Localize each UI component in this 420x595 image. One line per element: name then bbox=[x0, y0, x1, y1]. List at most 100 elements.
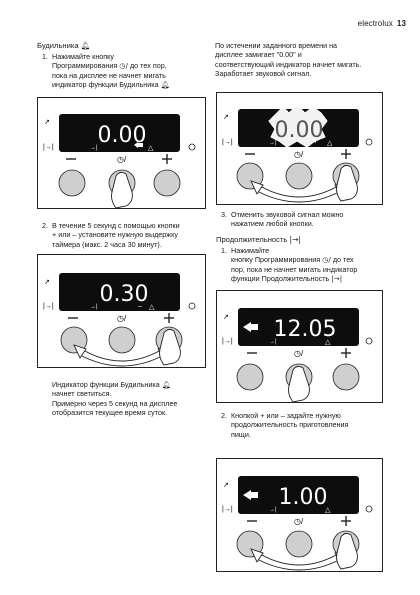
step-line: Отменить звуковой сигнал можно bbox=[231, 210, 344, 219]
bell-icon: △ bbox=[327, 140, 333, 147]
step-line: кнопку Программирования bbox=[231, 255, 321, 265]
bell-icon: 🔔︎ bbox=[80, 41, 91, 50]
step-line: Кнопкой + или – задайте нужную bbox=[231, 411, 341, 420]
flash-burst bbox=[268, 104, 328, 148]
step-line: Нажимайте bbox=[231, 246, 270, 255]
program-symbol: ◷/ bbox=[117, 314, 127, 323]
arrow-indicator-icon bbox=[243, 490, 251, 500]
clock-icon bbox=[365, 337, 373, 345]
minus-button[interactable] bbox=[58, 169, 86, 197]
control-panel-5: 1.00 △ ↗ |→| →| ◷/ bbox=[216, 458, 383, 572]
finger-icon bbox=[111, 171, 133, 208]
section-title-alarm: Будильника 🔔︎ bbox=[37, 41, 90, 50]
section-title-text: Будильника bbox=[37, 41, 79, 50]
panel-4-drawing: 12.05 △ ↗ |→| →| ◷/ bbox=[222, 308, 373, 402]
clock-icon bbox=[365, 138, 373, 146]
arrow-head-left bbox=[250, 548, 264, 563]
arrow-small-icon: →| bbox=[269, 507, 277, 513]
bell-icon: △ bbox=[148, 145, 154, 152]
duration-icon: |→| bbox=[43, 303, 54, 310]
program-symbol: ◷/ bbox=[117, 155, 127, 164]
lcd-digits: 0.00 bbox=[275, 118, 324, 143]
duration-icon: |→| bbox=[222, 338, 233, 345]
bell-icon: △ bbox=[149, 304, 155, 311]
step-line: нажатием любой кнопки. bbox=[231, 219, 314, 229]
step-line: до тех пор, bbox=[129, 61, 167, 71]
arrow-head-left bbox=[73, 344, 87, 359]
lcd-digits: 12.05 bbox=[274, 317, 337, 342]
finger-icon bbox=[159, 328, 181, 366]
arrow-indicator-icon bbox=[251, 492, 258, 498]
step-number: 1. bbox=[221, 246, 227, 255]
plus-button[interactable] bbox=[153, 169, 181, 197]
note-line: Индикатор функции Будильника bbox=[52, 380, 160, 389]
program-button[interactable] bbox=[108, 326, 136, 354]
lcd-screen bbox=[59, 273, 180, 311]
arrow-indicator-icon bbox=[251, 324, 258, 330]
step-number: 1. bbox=[42, 52, 48, 61]
program-button[interactable] bbox=[285, 530, 313, 558]
minus-button[interactable] bbox=[60, 326, 88, 354]
finger-icon bbox=[288, 365, 310, 402]
note-text: Индикатор функции Будильника 🔔︎ начнет с… bbox=[52, 380, 227, 418]
step-line: индикатор функции Будильника bbox=[52, 80, 159, 90]
intro-text: По истечении заданного времени на диспле… bbox=[215, 41, 390, 79]
step-3-text: 3. Отменить звуковой сигнал можно нажати… bbox=[221, 210, 396, 229]
control-panel-2: 0.30 △ →| – ↗ |→| ◷/ bbox=[37, 254, 206, 368]
plus-button[interactable] bbox=[332, 363, 360, 391]
brand-name: electrolux bbox=[357, 19, 393, 28]
lcd-digits: 0.30 bbox=[100, 282, 149, 307]
arrow-small-icon: →| bbox=[90, 304, 98, 310]
finger-icon bbox=[336, 164, 358, 202]
step-line: пищи. bbox=[231, 429, 251, 439]
step-line: до тех bbox=[332, 255, 354, 265]
duration-icon: |→| bbox=[43, 144, 54, 151]
cook-icon: ↗ bbox=[223, 114, 229, 121]
page-number: 13 bbox=[396, 19, 406, 28]
duration-icon: |→| bbox=[222, 139, 233, 146]
program-symbol: ◷/ bbox=[294, 517, 304, 526]
step-line: пока на дисплее не начнет мигать bbox=[52, 70, 166, 80]
step-number: 3. bbox=[221, 210, 227, 219]
step-line: В течение 5 секунд с помощью кнопки bbox=[52, 221, 180, 230]
bell-icon: 🔔︎ bbox=[160, 80, 170, 90]
step-line: Программирования bbox=[52, 61, 118, 71]
program-symbol: ◷/ bbox=[294, 349, 304, 358]
intro-line: Заработает звуковой сигнал. bbox=[215, 69, 312, 79]
step-line: таймера (макс. 2 часа 30 минут). bbox=[52, 239, 162, 249]
cook-icon: ↗ bbox=[223, 482, 229, 489]
step-line: функции Продолжительность bbox=[231, 274, 330, 284]
step-2-text: 2. В течение 5 секунд с помощью кнопки +… bbox=[42, 221, 227, 249]
step-1-text: 1. Нажимайте кнопку Программирования ◷/ … bbox=[42, 52, 227, 90]
arrow-small-icon: →| bbox=[269, 339, 277, 345]
arrow-indicator-icon bbox=[138, 143, 143, 147]
cook-icon: ↗ bbox=[223, 314, 229, 321]
panel-2-drawing: 0.30 △ →| – ↗ |→| ◷/ bbox=[43, 273, 196, 367]
note-line: начнет светиться. bbox=[52, 389, 112, 399]
panel-1-drawing: 0.00 △ ↗ |→| →| ◷/ bbox=[43, 114, 196, 208]
step-number: 2. bbox=[42, 221, 48, 230]
panel-5-drawing: 1.00 △ ↗ |→| →| ◷/ bbox=[222, 476, 373, 571]
cook-icon: ↗ bbox=[44, 279, 50, 286]
bell-icon: △ bbox=[325, 339, 331, 346]
minus-button[interactable] bbox=[236, 363, 264, 391]
step-line: пор, пока не начнет мигать индикатор bbox=[231, 264, 358, 274]
lcd-screen bbox=[238, 476, 359, 514]
step-line: продолжительность приготовления bbox=[231, 420, 349, 430]
duration-icon: |→| bbox=[331, 274, 343, 284]
dash-indicator: – bbox=[138, 303, 142, 310]
duration-icon: |→| bbox=[289, 235, 301, 244]
control-panel-3: 0.00 △ ↗ |→| →| ◷/ bbox=[216, 92, 383, 205]
program-button[interactable] bbox=[285, 162, 313, 190]
arrow-small-icon: →| bbox=[90, 145, 98, 151]
bell-icon: △ bbox=[325, 507, 331, 514]
lcd-screen bbox=[238, 308, 359, 346]
control-panel-1: 0.00 △ ↗ |→| →| ◷/ bbox=[37, 97, 206, 209]
note-line: Примерно через 5 секунд на дисплее bbox=[52, 398, 178, 408]
control-panel-4: 12.05 △ ↗ |→| →| ◷/ bbox=[216, 290, 383, 403]
lcd-digits: 1.00 bbox=[279, 485, 328, 510]
intro-line: дисплее замигает "0.00" и bbox=[215, 50, 302, 60]
arrow-head-left bbox=[250, 180, 264, 195]
clock-icon bbox=[188, 143, 196, 151]
